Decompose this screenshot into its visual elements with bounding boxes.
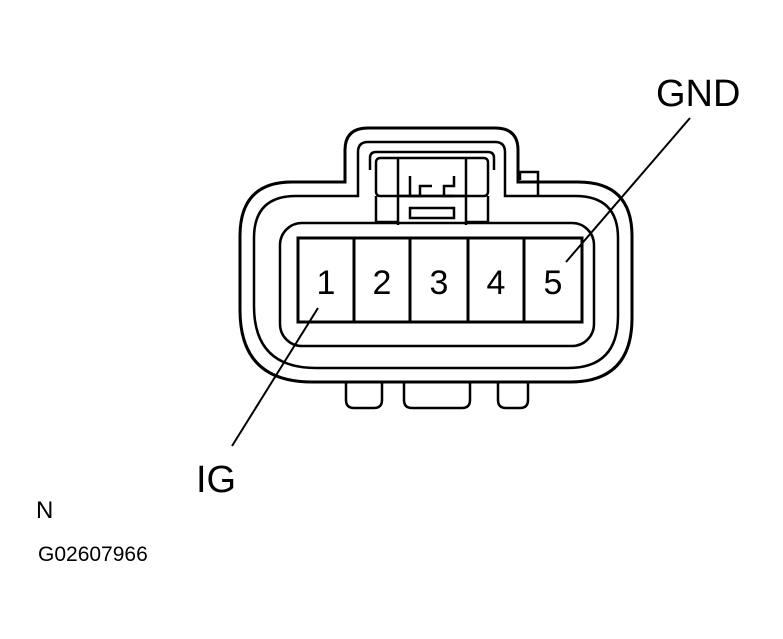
pin-label-5: 5 xyxy=(544,264,563,302)
gnd-leader-line xyxy=(565,117,691,263)
pin-box-5 xyxy=(522,236,584,324)
figure-code: G02607966 xyxy=(38,543,148,566)
ig-label: IG xyxy=(196,459,236,501)
view-letter: N xyxy=(36,497,53,524)
bottom-tabs xyxy=(344,382,530,410)
connector-housing-outer xyxy=(238,126,634,384)
pin-label-2: 2 xyxy=(373,264,392,302)
bottom-tab-right xyxy=(496,382,530,410)
gnd-label: GND xyxy=(656,73,740,115)
bottom-tab-center xyxy=(402,382,472,410)
pin-box-1 xyxy=(296,236,356,324)
ig-leader-line xyxy=(231,307,319,447)
pin-cavity-outline xyxy=(278,221,596,348)
pin-box-3 xyxy=(408,236,470,324)
pin-row xyxy=(296,236,584,324)
pin-label-3: 3 xyxy=(430,264,449,302)
locking-latch xyxy=(368,150,540,225)
connector-housing-inner xyxy=(252,140,620,370)
pin-label-1: 1 xyxy=(317,264,336,302)
bottom-tab-left xyxy=(344,382,384,410)
pin-box-4 xyxy=(466,236,526,324)
pin-label-4: 4 xyxy=(487,264,506,302)
